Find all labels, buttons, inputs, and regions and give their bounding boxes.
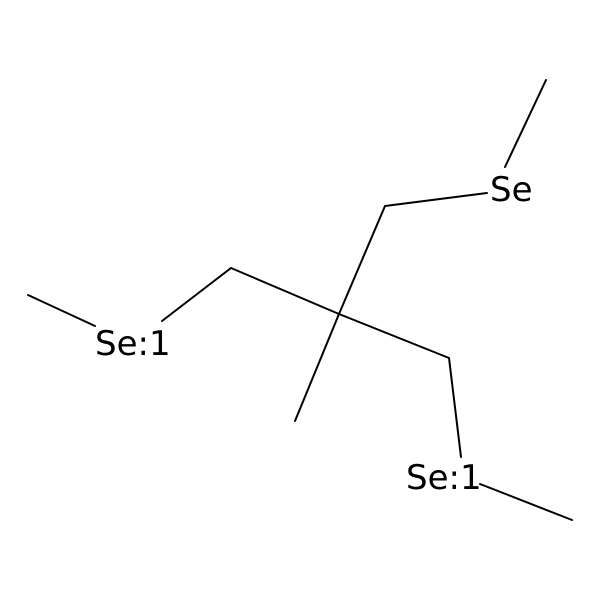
atom-label-se-left: Se:1	[95, 324, 171, 364]
bond-quaternary-to-ch2-right	[338, 313, 450, 359]
bond-se-left-to-methyl-left	[27, 294, 96, 327]
atom-label-se-bottom: Se:1	[406, 458, 482, 498]
atom-labels: Se Se:1 Se:1	[95, 170, 533, 498]
bond-se-top-to-ch2-top	[384, 192, 488, 207]
bond-se-bottom-to-methyl-bottom	[479, 483, 573, 521]
bond-ch2-top-to-quaternary	[338, 205, 386, 315]
bond-lines	[27, 79, 573, 521]
bond-ch2-left-to-se-left	[161, 267, 232, 322]
atom-label-se-top: Se	[490, 170, 533, 210]
bond-methyl-top-to-se-top	[504, 79, 547, 168]
bond-quaternary-to-methyl-center	[294, 313, 340, 422]
bond-ch2-right-to-se-bottom	[448, 357, 462, 458]
bond-quaternary-to-ch2-left	[230, 267, 340, 315]
